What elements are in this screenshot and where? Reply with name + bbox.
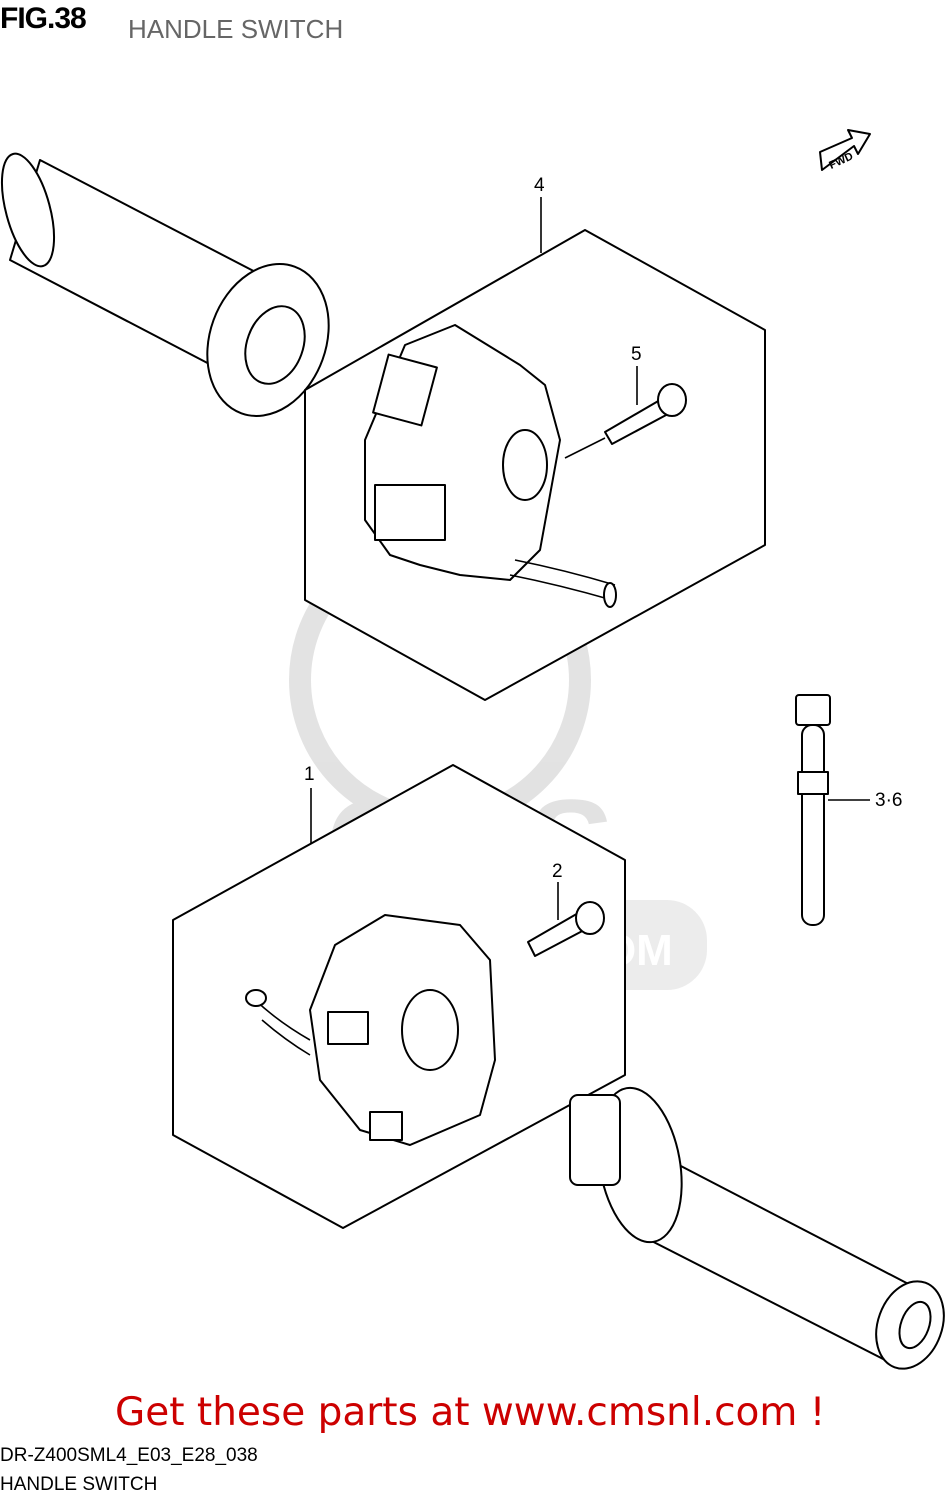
screw-2 (527, 901, 605, 957)
callout-2: 2 (552, 861, 563, 882)
fwd-arrow-icon: FWD (819, 129, 871, 172)
page-title: HANDLE SWITCH (128, 14, 344, 44)
left-handle-switch (245, 914, 496, 1146)
left-grip (0, 152, 330, 417)
callout-1: 1 (304, 764, 315, 785)
cable-tie (795, 694, 831, 926)
callout-5: 5 (631, 344, 642, 365)
figure-number: FIG.38 (0, 2, 87, 35)
right-grip (569, 1086, 945, 1370)
callout-4: 4 (534, 175, 545, 196)
promo-link[interactable]: Get these parts at www.cmsnl.com ! (115, 1390, 826, 1435)
right-handle-switch (364, 324, 617, 608)
screw-5 (604, 383, 687, 445)
callout-3-6: 3·6 (875, 790, 903, 811)
section-name: HANDLE SWITCH (0, 1474, 158, 1495)
model-code: DR-Z400SML4_E03_E28_038 (0, 1445, 258, 1466)
